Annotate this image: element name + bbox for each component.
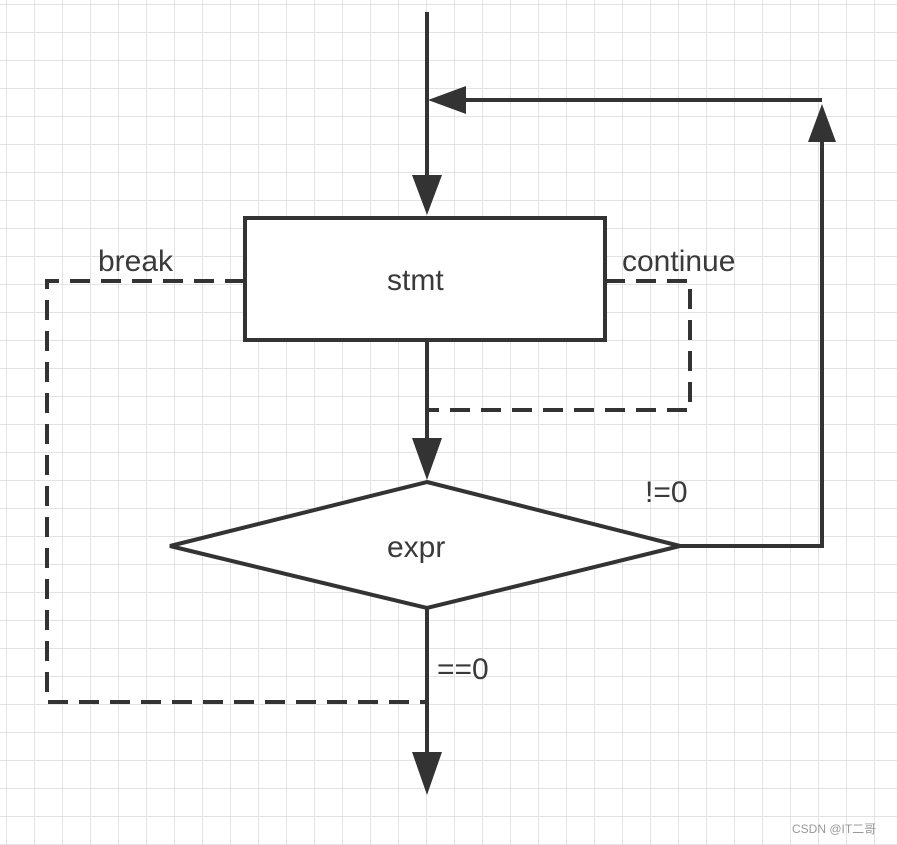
break-label: break: [98, 245, 174, 278]
stmt-to-expr-arrowhead: [412, 438, 442, 480]
watermark: CSDN @IT二哥: [792, 822, 877, 836]
break-dashed-path: [45, 279, 427, 704]
exit-arrowhead: [412, 752, 442, 795]
continue-label: continue: [622, 245, 736, 278]
stmt-label: stmt: [387, 264, 444, 297]
not-zero-label: !=0: [645, 476, 688, 509]
expr-label: expr: [387, 531, 446, 564]
loop-left-arrowhead: [428, 86, 466, 114]
loop-back-path: [680, 140, 824, 548]
loop-up-arrowhead: [808, 104, 836, 142]
equals-zero-label: ==0: [437, 653, 489, 686]
entry-arrowhead: [412, 175, 442, 215]
continue-dashed-path: [427, 279, 692, 412]
